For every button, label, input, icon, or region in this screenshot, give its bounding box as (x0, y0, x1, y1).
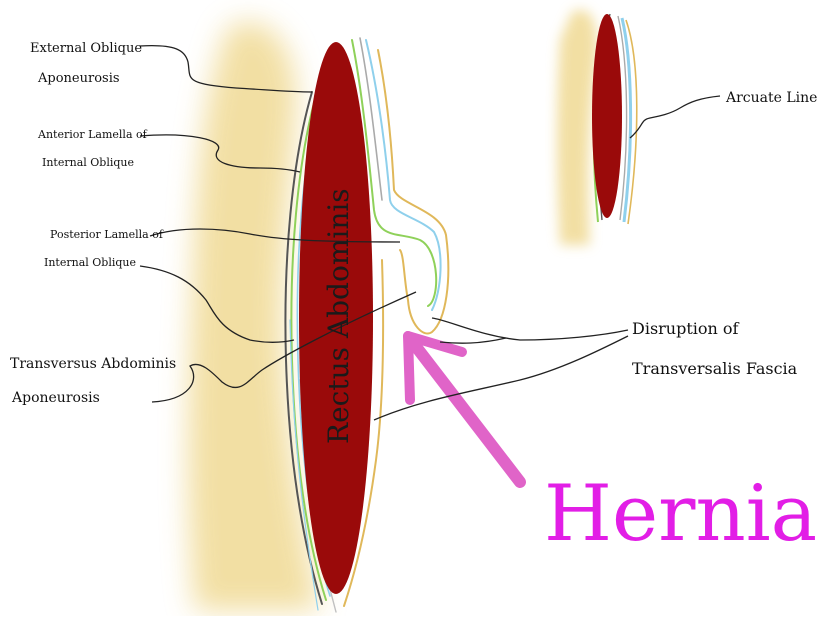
label-posterior-lamella-2: Internal Oblique (44, 256, 136, 269)
label-anterior-lamella-1: Anterior Lamella of (37, 128, 148, 141)
label-transversus-1: Transversus Abdominis (10, 356, 176, 372)
rectus-muscle-small (592, 14, 622, 218)
label-hernia: Hernia (544, 469, 817, 559)
leader-disruption-1 (432, 318, 628, 340)
label-disruption-2: Transversalis Fascia (632, 359, 798, 378)
label-posterior-lamella-1: Posterior Lamella of (50, 228, 164, 241)
labels: External Oblique Aponeurosis Anterior La… (10, 41, 817, 559)
label-transversus-2: Aponeurosis (11, 390, 100, 406)
label-rectus-abdominis: Rectus Abdominis (322, 188, 355, 444)
label-anterior-lamella-2: Internal Oblique (42, 156, 134, 169)
leader-disruption-3 (440, 338, 506, 343)
label-external-oblique-1: External Oblique (30, 41, 142, 56)
label-disruption-1: Disruption of (632, 319, 740, 338)
label-arcuate-line: Arcuate Line (725, 90, 817, 106)
hernia-arrow (408, 336, 520, 482)
label-external-oblique-2: Aponeurosis (37, 71, 120, 86)
subcutaneous-fat-small (557, 10, 597, 245)
leader-arcuate (630, 96, 720, 138)
